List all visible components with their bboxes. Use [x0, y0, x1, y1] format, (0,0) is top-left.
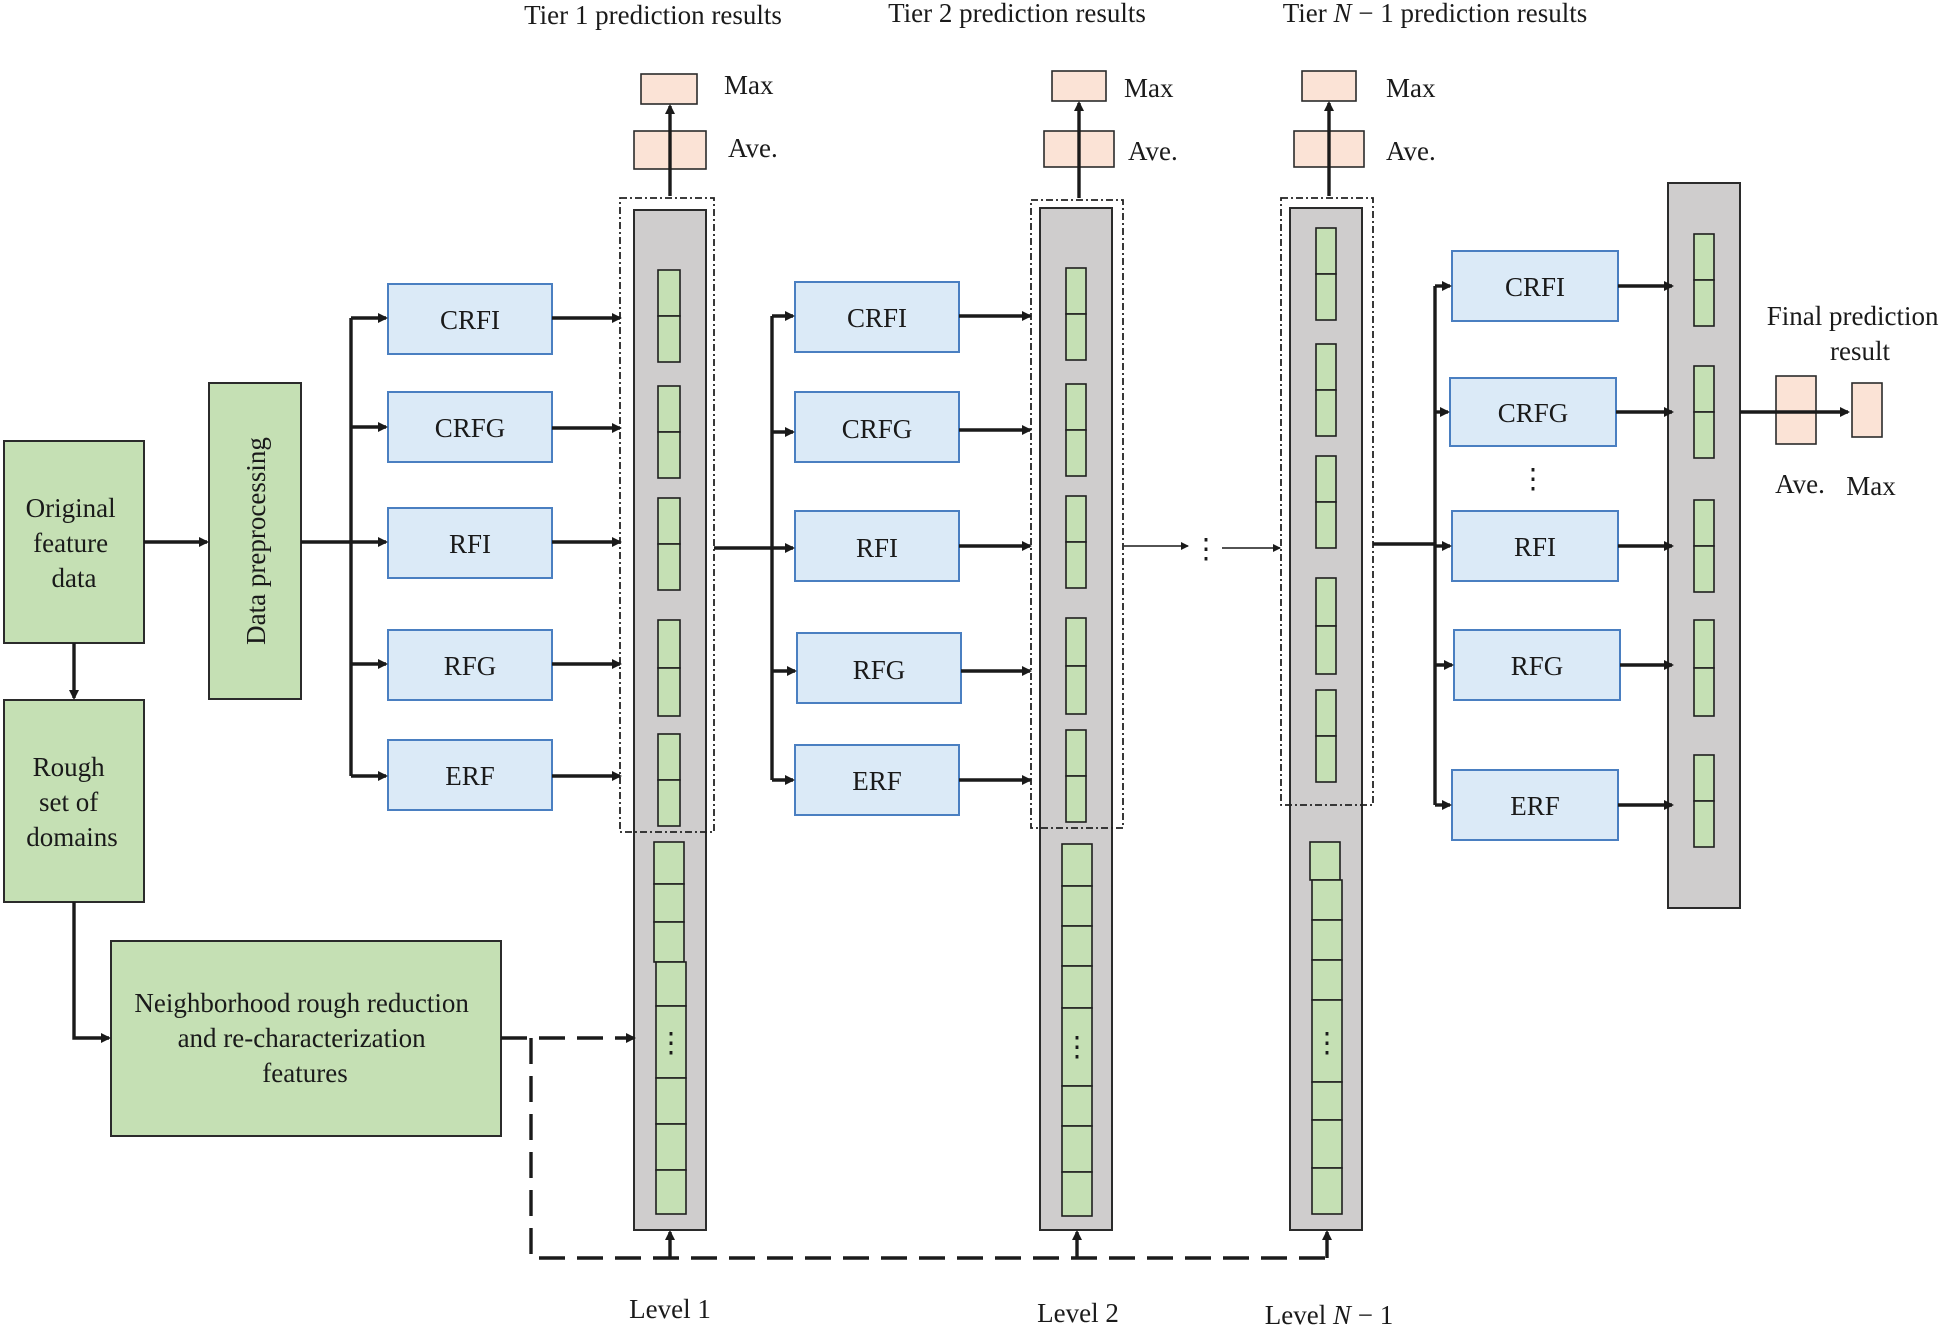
tier2-max-label: Max — [1124, 73, 1174, 103]
tier1-max-label: Max — [724, 70, 774, 100]
level1-forest-output-arrows — [552, 313, 622, 781]
final-forest-rfg: RFG — [1511, 651, 1564, 681]
tierN1-max-label: Max — [1386, 73, 1436, 103]
levelN1-feature-stack — [1309, 841, 1343, 1215]
original-feature-data-box — [3, 440, 145, 644]
level1-tier-selection — [619, 197, 715, 833]
level1-class-vectors — [657, 269, 681, 827]
level1-feature-stack — [653, 841, 687, 1215]
tier1-pooling — [633, 73, 707, 196]
final-ave-label: Ave. — [1775, 469, 1825, 499]
level2-ellipsis: ⋮ — [1063, 1032, 1091, 1063]
tier2-pooling — [1043, 70, 1115, 198]
final-forest-erf: ERF — [1510, 791, 1560, 821]
level2-forest-crfg: CRFG — [842, 414, 913, 444]
tierN1-ave-label: Ave. — [1386, 136, 1436, 166]
levels-ellipsis: ⋮ — [1192, 534, 1220, 565]
tierN1-title: Tier N − 1 prediction results — [1283, 0, 1587, 28]
level2-forest-erf: ERF — [852, 766, 902, 796]
final-forest-ellipsis: ⋮ — [1519, 464, 1547, 495]
rough-set-box — [3, 699, 145, 903]
level2-forest-crfi: CRFI — [847, 303, 907, 333]
level1-branch-arrows — [301, 313, 388, 781]
final-prediction-title: Final prediction result — [1767, 301, 1945, 366]
level1-label: Level 1 — [629, 1294, 711, 1324]
final-forest-output-arrows — [1616, 281, 1674, 810]
level1-forest-crfg: CRFG — [435, 413, 506, 443]
level2-feature-stack — [1061, 843, 1093, 1217]
reused-features-dashed-path — [501, 1033, 1332, 1260]
level2-forest-rfg: RFG — [853, 655, 906, 685]
level1-forest-crfi: CRFI — [440, 305, 500, 335]
level1-forest-rfi: RFI — [449, 529, 491, 559]
level2-label: Level 2 — [1037, 1298, 1119, 1326]
level2-forest-output-arrows — [959, 311, 1032, 785]
tier2-ave-label: Ave. — [1128, 136, 1178, 166]
levelN1-label: Level N − 1 — [1265, 1300, 1393, 1326]
level1-forest-erf: ERF — [445, 761, 495, 791]
data-preprocessing-label: Data preprocessing — [241, 437, 271, 645]
tierN1-pooling — [1293, 70, 1365, 196]
neighborhood-reduction-label: Neighborhood rough reduction and re-char… — [134, 988, 475, 1088]
final-pooling — [1740, 375, 1883, 445]
levelN1-class-vectors — [1315, 227, 1337, 783]
level1-forests — [387, 283, 553, 811]
final-forest-rfi: RFI — [1514, 532, 1556, 562]
tier2-title: Tier 2 prediction results — [888, 0, 1146, 28]
final-forest-crfg: CRFG — [1498, 398, 1569, 428]
tier1-title: Tier 1 prediction results — [524, 0, 782, 30]
final-class-vectors — [1693, 233, 1715, 848]
final-branch-arrows — [1373, 281, 1454, 810]
level1-ellipsis: ⋮ — [657, 1028, 685, 1059]
level2-forest-rfi: RFI — [856, 533, 898, 563]
level2-branch-arrows — [714, 311, 797, 785]
levelN1-tier-selection — [1280, 197, 1374, 806]
final-forest-crfi: CRFI — [1505, 272, 1565, 302]
final-max-label: Max — [1846, 471, 1896, 501]
level1-forest-rfg: RFG — [444, 651, 497, 681]
data-preprocessing-box — [208, 382, 302, 700]
neighborhood-reduction-box — [110, 940, 502, 1137]
levelN1-ellipsis: ⋮ — [1313, 1028, 1341, 1059]
original-feature-data-label: Original feature data — [26, 493, 123, 593]
level2-forests — [794, 281, 962, 816]
level2-class-vectors — [1065, 267, 1087, 823]
level2-tier-selection — [1030, 199, 1124, 829]
rough-to-neighborhood-arrow — [72, 902, 111, 1043]
rough-set-label: Rough set of domains — [26, 752, 118, 852]
tier1-ave-label: Ave. — [728, 133, 778, 163]
